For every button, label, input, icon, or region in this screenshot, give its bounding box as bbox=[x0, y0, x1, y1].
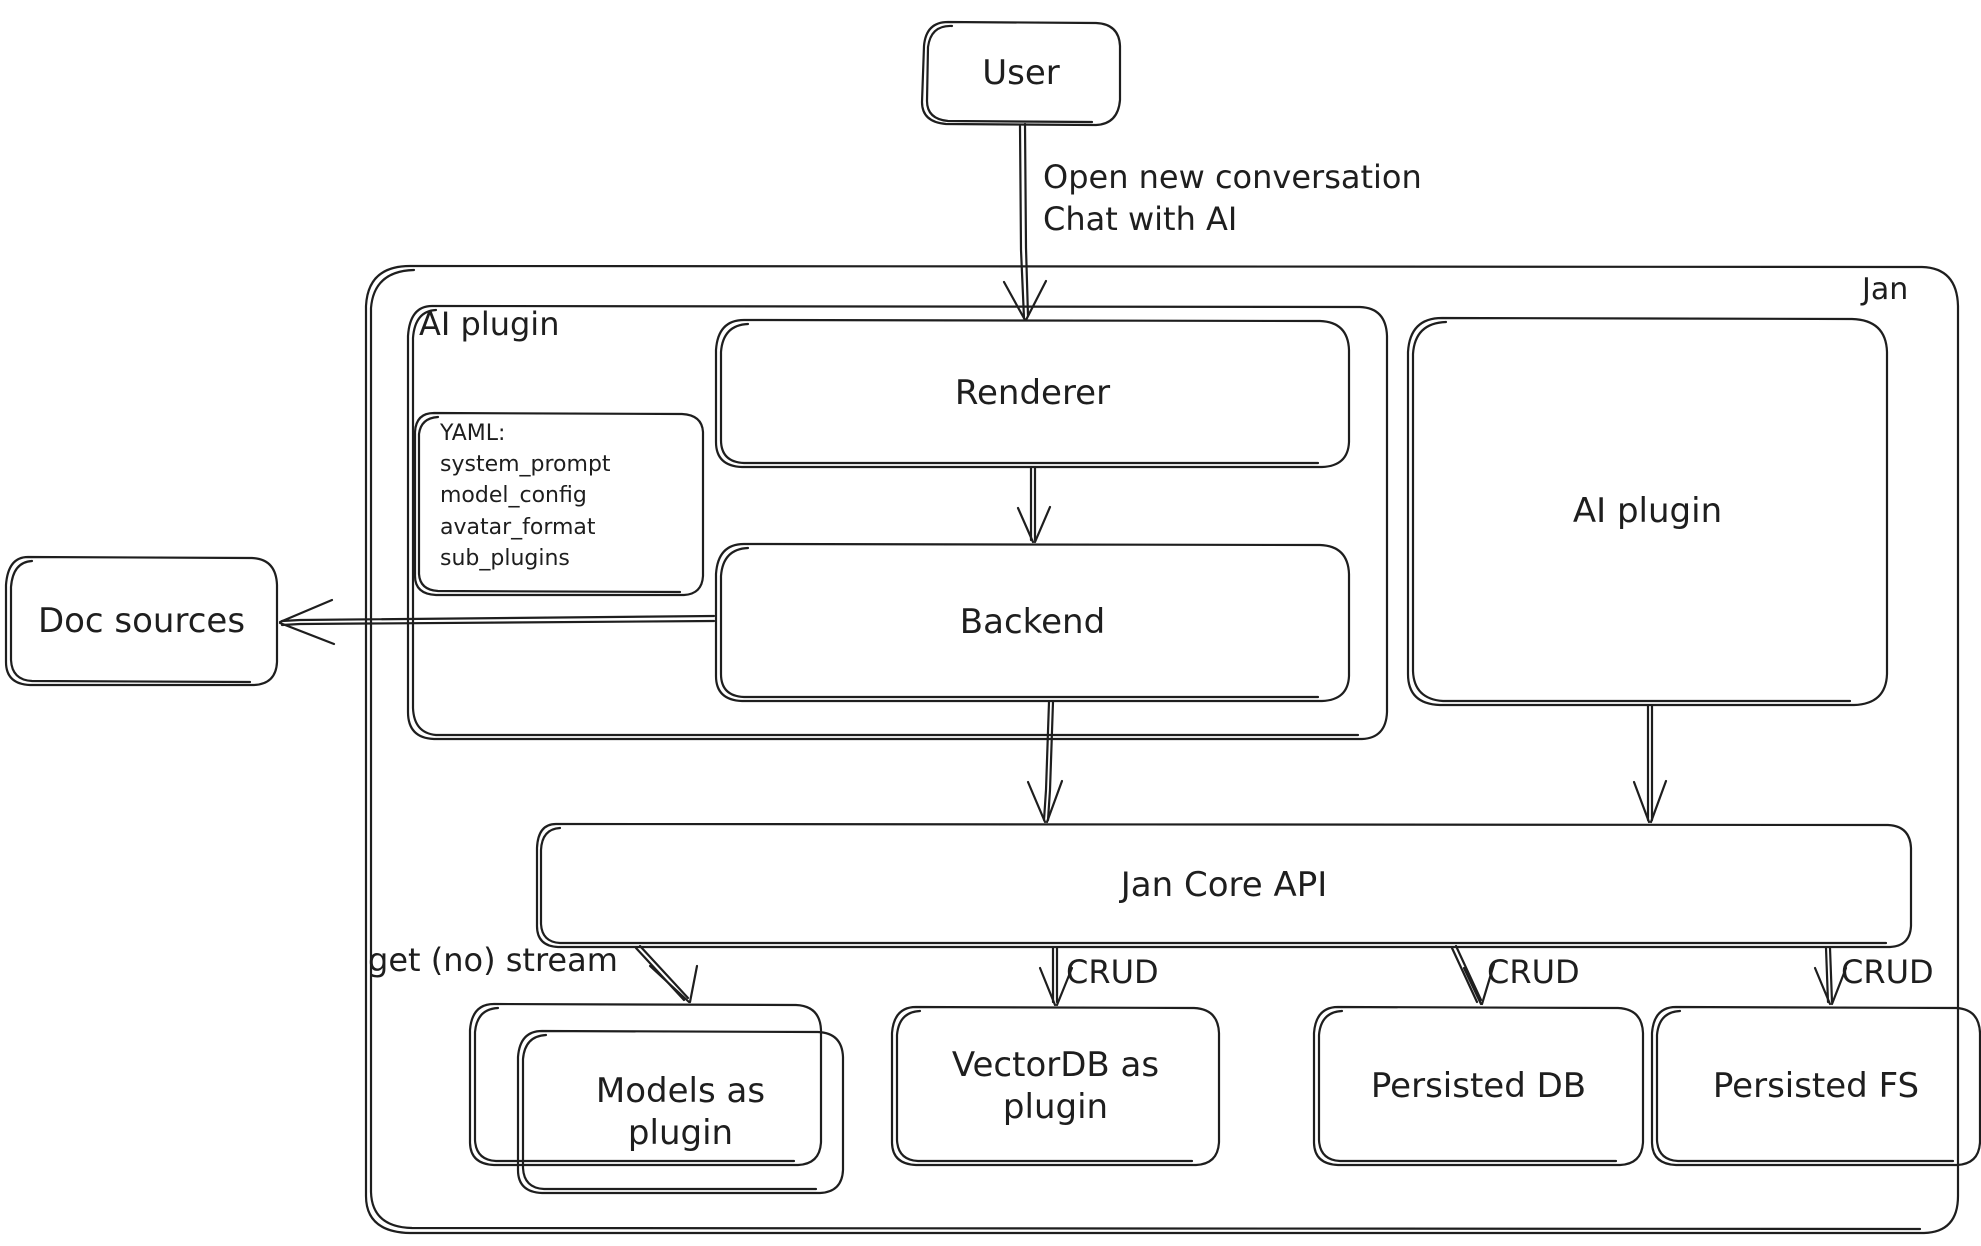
edge-renderer-to-backend bbox=[1016, 466, 1052, 544]
edge-core-to-models bbox=[634, 944, 699, 1004]
renderer-box-shape bbox=[714, 318, 1351, 469]
user-box[interactable] bbox=[922, 22, 1120, 125]
edge-user-to-renderer bbox=[1002, 122, 1048, 322]
vectordb-plugin-box[interactable] bbox=[892, 1007, 1219, 1165]
models-plugin-box[interactable] bbox=[518, 1031, 843, 1193]
edge-backend-to-core bbox=[1026, 700, 1064, 824]
edge-ai-plugin-to-core bbox=[1632, 704, 1668, 824]
renderer-box[interactable] bbox=[716, 320, 1349, 467]
edge-backend-to-doc-sources bbox=[278, 598, 716, 646]
edge-core-to-persisted-db bbox=[1450, 944, 1496, 1006]
models-plugin-box-shape bbox=[516, 1029, 845, 1195]
ai-plugin-box[interactable] bbox=[1408, 318, 1887, 705]
persisted-fs-box[interactable] bbox=[1652, 1007, 1980, 1165]
persisted-db-box[interactable] bbox=[1314, 1007, 1643, 1165]
backend-box[interactable] bbox=[716, 544, 1349, 701]
backend-box-shape bbox=[714, 542, 1351, 703]
user-box-shape bbox=[920, 20, 1122, 127]
jan-container-shape bbox=[364, 264, 1960, 1235]
edge-core-to-vectordb bbox=[1038, 946, 1074, 1007]
models-plugin-outer-box-shape bbox=[468, 1002, 823, 1167]
ai-plugin-box-shape bbox=[1406, 316, 1889, 707]
persisted-db-box-shape bbox=[1312, 1005, 1645, 1167]
vectordb-plugin-box-shape bbox=[890, 1005, 1221, 1167]
ai-plugin-container-shape bbox=[406, 304, 1389, 741]
jan-core-api-box[interactable] bbox=[537, 824, 1911, 947]
persisted-fs-box-shape bbox=[1650, 1005, 1981, 1167]
edge-core-to-persisted-fs bbox=[1813, 946, 1848, 1006]
jan-core-api-box-shape bbox=[535, 822, 1913, 949]
doc-sources-box-shape bbox=[4, 555, 279, 687]
yaml-box[interactable] bbox=[415, 413, 703, 595]
doc-sources-box[interactable] bbox=[6, 557, 277, 685]
yaml-box-shape bbox=[413, 411, 705, 597]
